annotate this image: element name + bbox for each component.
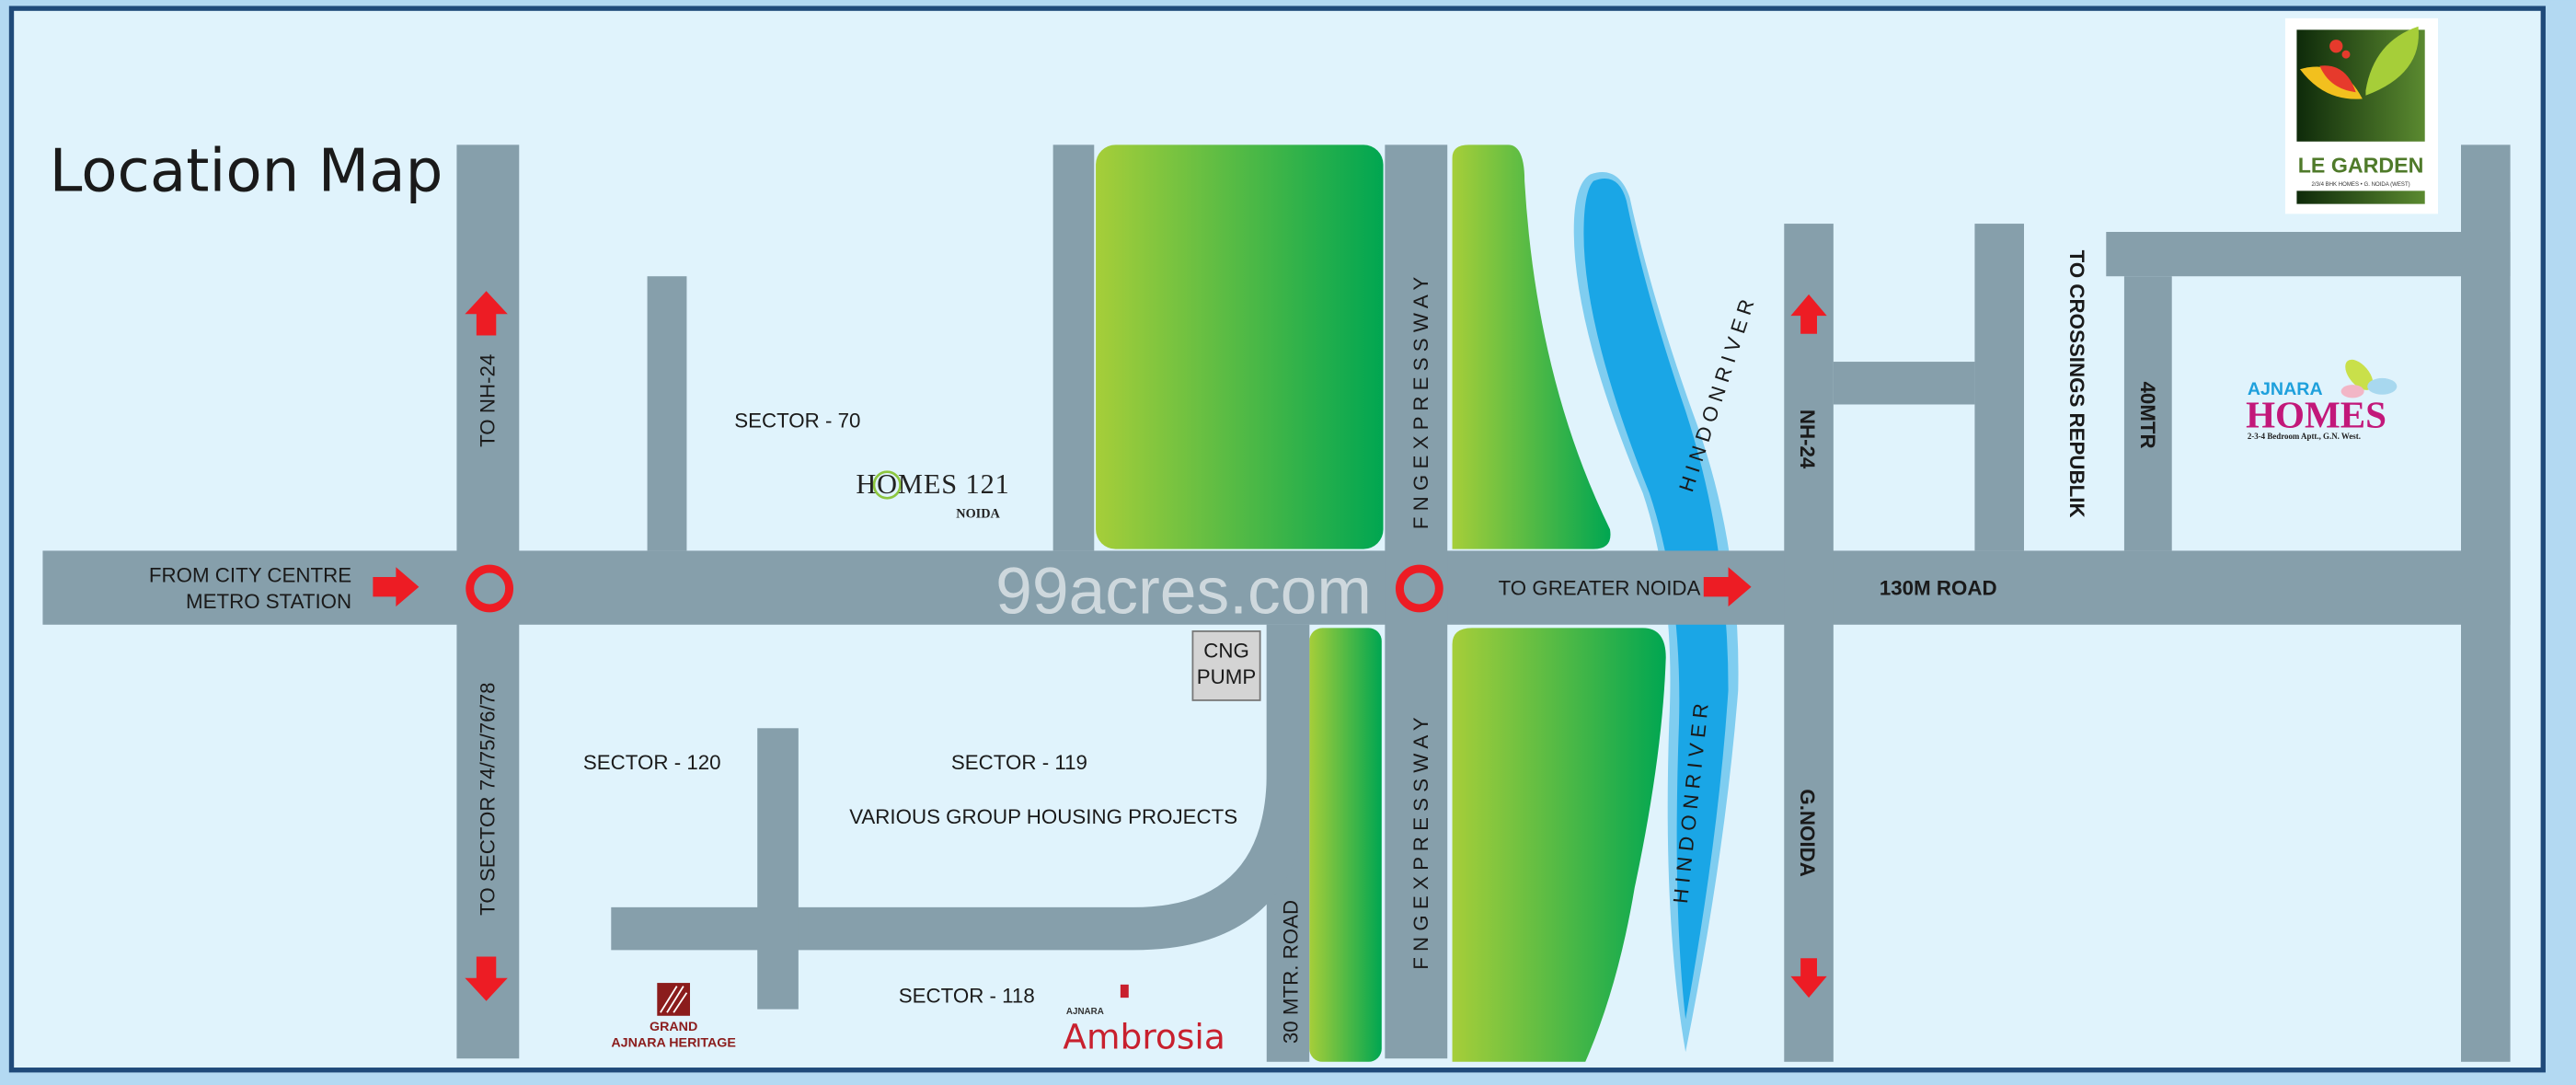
ajnara-homes-logo: AJNARA HOMES 2-3-4 Bedroom Aptt., G.N. W… — [2246, 359, 2398, 441]
grand-ajnara-heritage-logo: GRAND AJNARA HERITAGE — [611, 983, 736, 1051]
park-block — [1096, 144, 1384, 549]
label-sector-119: SECTOR - 119 — [951, 751, 1087, 774]
road — [647, 276, 687, 551]
svg-text:HOMES 121: HOMES 121 — [856, 468, 1009, 500]
label-gnoida: G.NOIDA — [1796, 789, 1819, 876]
ajnara-ambrosia-logo: AJNARA Ambrosia — [1063, 984, 1225, 1057]
label-from-city-centre: FROM CITY CENTRE — [149, 563, 351, 586]
watermark: 99acres.com — [995, 554, 1372, 628]
cng-pump-marker — [1191, 630, 1261, 701]
svg-text:GRAND: GRAND — [650, 1020, 697, 1034]
svg-text:AJNARA HERITAGE: AJNARA HERITAGE — [611, 1036, 736, 1051]
road — [1833, 362, 1975, 405]
label-metro-station: METRO STATION — [186, 590, 351, 613]
label-to-crossings-republik: TO CROSSINGS REPUBLIK — [2065, 250, 2088, 518]
label-sector-120: SECTOR - 120 — [583, 751, 721, 774]
label-fng-expressway: F N G E X P R E S S W A Y — [1409, 717, 1432, 970]
arrow-right-icon — [373, 567, 420, 607]
homes121-logo: HOMES 121 NOIDA — [856, 468, 1009, 522]
label-nh24: NH-24 — [1796, 410, 1819, 469]
hindon-river — [1573, 172, 1739, 1053]
park-block — [1452, 144, 1611, 549]
roads — [42, 144, 2511, 1062]
cng-label: CNG — [1203, 640, 1249, 663]
parks — [1096, 144, 1666, 1062]
label-40mtr: 40MTR — [2136, 382, 2159, 449]
label-to-sectors: TO SECTOR 74/75/76/78 — [477, 682, 500, 915]
cng-label: PUMP — [1197, 665, 1256, 688]
road-nh24-west — [456, 144, 520, 1059]
svg-text:HOMES: HOMES — [2246, 394, 2386, 436]
roundabout-marker — [466, 564, 514, 613]
svg-text:2-3-4 Bedroom Aptt., G.N. West: 2-3-4 Bedroom Aptt., G.N. West. — [2248, 432, 2361, 441]
label-sector-70: SECTOR - 70 — [734, 410, 860, 433]
road-40mtr — [2123, 276, 2172, 551]
arrow-right-icon — [1703, 567, 1752, 607]
arrow-down-icon — [465, 956, 508, 1001]
main-road-130m — [42, 550, 2511, 625]
svg-text:Ambrosia: Ambrosia — [1063, 1016, 1225, 1056]
page-title: Location Map — [50, 136, 443, 205]
road — [2106, 232, 2511, 277]
road-nh24-east — [1784, 224, 1834, 1062]
label-various-projects: VARIOUS GROUP HOUSING PROJECTS — [849, 805, 1237, 828]
label-30-mtr-road: 30 MTR. ROAD — [1280, 900, 1303, 1044]
arrow-up-icon — [465, 291, 508, 336]
svg-text:LE GARDEN: LE GARDEN — [2298, 154, 2424, 178]
label-130m-road: 130M ROAD — [1880, 577, 1997, 600]
label-to-greater-noida: TO GREATER NOIDA — [1499, 577, 1701, 600]
road — [757, 728, 799, 1010]
svg-text:AJNARA: AJNARA — [2248, 379, 2323, 399]
roundabout-marker — [1395, 564, 1443, 613]
road — [2461, 144, 2511, 1062]
arrow-up-icon — [1790, 294, 1827, 334]
road — [1052, 144, 1095, 551]
park-block — [1309, 628, 1382, 1062]
svg-text:AJNARA: AJNARA — [1066, 1007, 1104, 1017]
label-fng-expressway: F N G E X P R E S S W A Y — [1409, 277, 1432, 530]
road — [1974, 224, 2024, 551]
label-to-nh24: TO NH-24 — [477, 354, 500, 447]
curved-road — [611, 624, 1310, 951]
arrow-down-icon — [1790, 958, 1827, 998]
le-garden-logo: LE GARDEN 2/3/4 BHK HOMES • G. NOIDA (WE… — [2284, 17, 2438, 214]
svg-text:NOIDA: NOIDA — [956, 507, 1000, 522]
park-block — [1452, 628, 1666, 1062]
label-sector-118: SECTOR - 118 — [899, 985, 1035, 1008]
svg-text:2/3/4 BHK HOMES • G. NOIDA (WE: 2/3/4 BHK HOMES • G. NOIDA (WEST) — [2311, 182, 2409, 188]
